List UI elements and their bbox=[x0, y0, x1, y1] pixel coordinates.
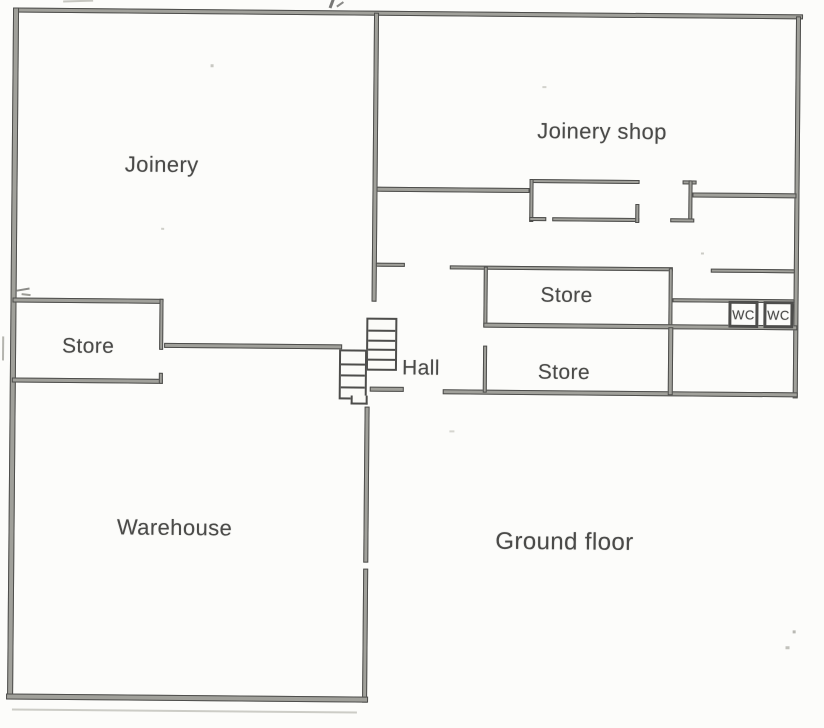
staircase-flight bbox=[365, 317, 398, 371]
stair-tread bbox=[368, 329, 396, 332]
scan-speck bbox=[63, 0, 94, 3]
stair-tread bbox=[368, 348, 396, 351]
scan-speck bbox=[785, 646, 790, 650]
scan-speck bbox=[336, 1, 344, 8]
wall-segment bbox=[482, 345, 488, 393]
wall-segment bbox=[11, 377, 163, 384]
wall-segment bbox=[792, 16, 802, 399]
scan-speck bbox=[328, 0, 335, 9]
wall-segment bbox=[158, 372, 163, 384]
scan-speck bbox=[21, 293, 31, 297]
wall-segment bbox=[688, 180, 693, 223]
scan-speck bbox=[11, 708, 357, 714]
room-label-joinery-shop: Joinery shop bbox=[537, 118, 667, 145]
wall-segment bbox=[635, 203, 640, 223]
scan-speck bbox=[210, 64, 214, 68]
room-label-wc-1: WC bbox=[732, 307, 755, 323]
wall-segment bbox=[363, 406, 370, 563]
room-label-store-bottom: Store bbox=[537, 360, 591, 385]
room-label-joinery: Joinery bbox=[124, 151, 199, 178]
staircase-flight bbox=[338, 349, 368, 400]
scan-speck bbox=[449, 430, 455, 433]
scan-speck bbox=[700, 252, 704, 255]
wall-segment bbox=[164, 342, 343, 350]
wall-segment bbox=[371, 12, 380, 302]
floor-caption: Ground floor bbox=[495, 527, 634, 556]
stair-tread bbox=[340, 363, 365, 366]
room-label-store-left: Store bbox=[61, 334, 115, 358]
wall-segment bbox=[710, 268, 795, 274]
wall-segment bbox=[362, 568, 369, 703]
wall-segment bbox=[483, 266, 488, 327]
wall-segment bbox=[12, 297, 164, 304]
stair-tread bbox=[340, 386, 365, 389]
wall-segment bbox=[159, 298, 164, 350]
wall-segment bbox=[667, 327, 674, 396]
stair-tread bbox=[368, 358, 396, 361]
wall-segment bbox=[13, 7, 804, 20]
wall-segment bbox=[692, 192, 797, 199]
room-label-store-top: Store bbox=[540, 283, 593, 308]
scan-speck bbox=[1, 336, 5, 361]
wall-segment bbox=[670, 218, 695, 223]
wall-segment bbox=[7, 7, 20, 700]
scan-speck bbox=[792, 630, 796, 634]
wall-segment bbox=[375, 262, 405, 267]
room-label-hall: Hall bbox=[401, 356, 440, 380]
stair-tread bbox=[340, 374, 365, 377]
wall-segment bbox=[552, 217, 640, 222]
room-label-warehouse: Warehouse bbox=[116, 514, 233, 541]
wall-segment bbox=[529, 217, 547, 222]
wall-segment bbox=[529, 179, 534, 223]
staircase-landing bbox=[350, 395, 368, 405]
stair-tread bbox=[368, 339, 396, 342]
room-label-wc-2: WC bbox=[767, 307, 790, 323]
wall-segment bbox=[6, 693, 369, 703]
scan-speck bbox=[542, 86, 547, 89]
wall-segment bbox=[442, 389, 798, 398]
scan-speck bbox=[161, 227, 165, 230]
wall-segment bbox=[529, 179, 640, 184]
wall-segment bbox=[376, 186, 530, 194]
scan-speck bbox=[16, 287, 30, 292]
wall-segment bbox=[369, 386, 404, 392]
